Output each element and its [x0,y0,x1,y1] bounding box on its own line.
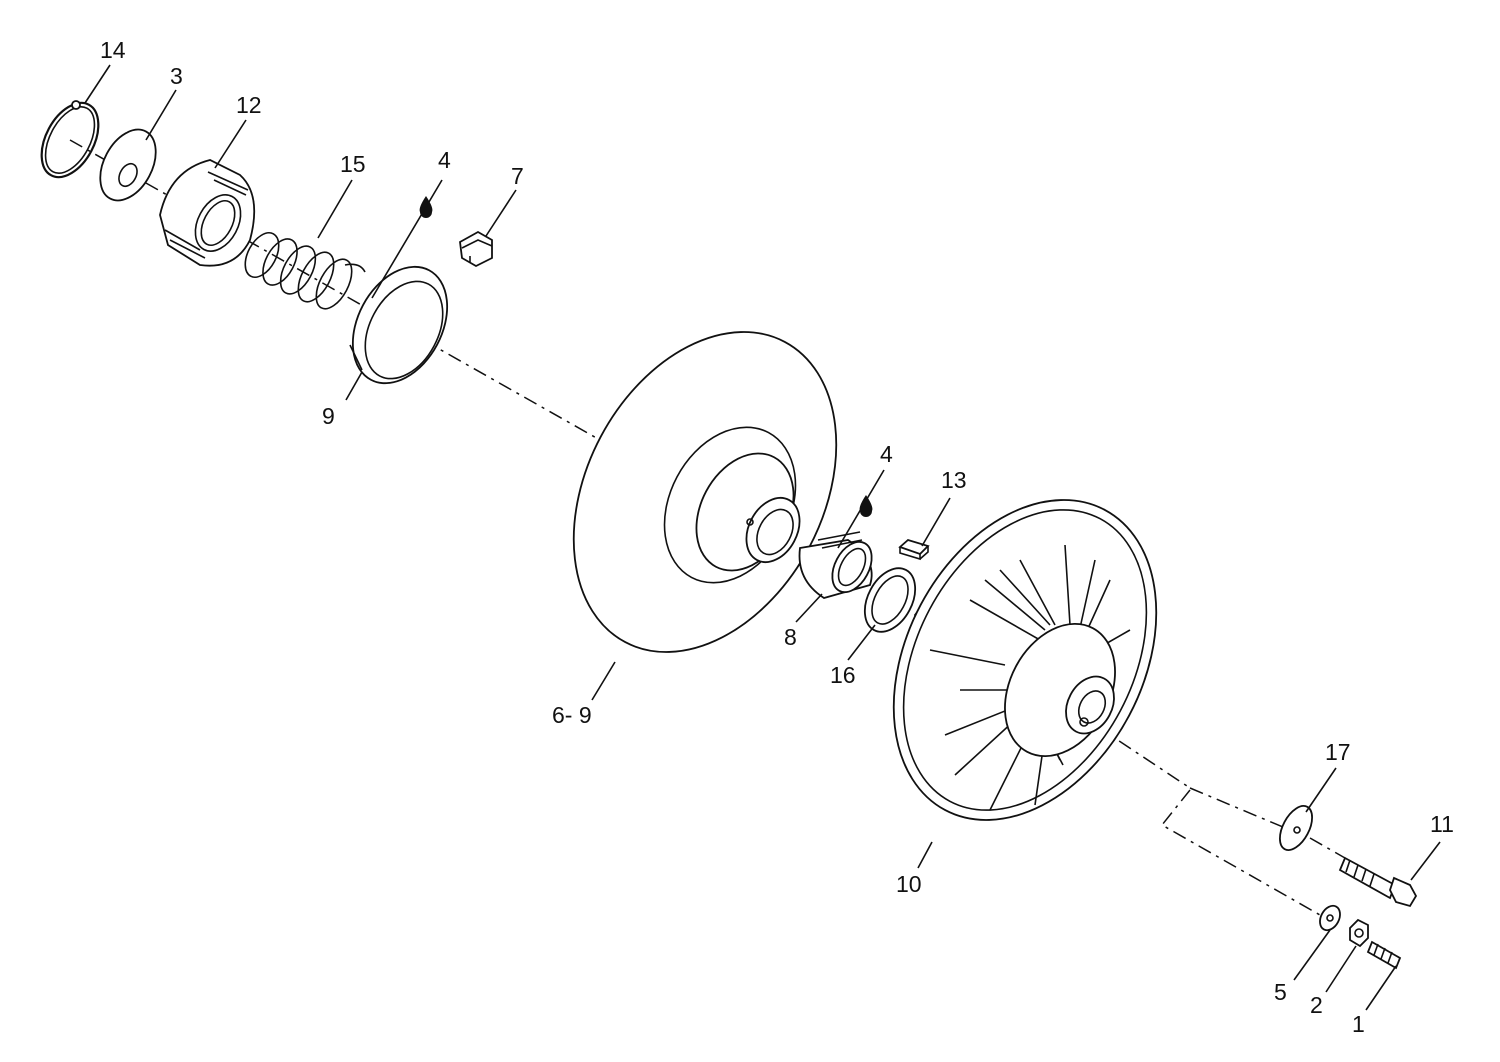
part-flat-washer [1279,805,1313,851]
part-bolt [1338,856,1418,908]
callout-4-top: 4 [438,147,451,173]
part-key [898,538,930,561]
part-washer [99,128,157,202]
part-bushing-ring [349,265,449,385]
leader-lines [84,64,1441,1011]
part-slider-shoe [459,230,493,268]
callout-12: 12 [236,92,262,118]
callout-9: 9 [322,403,335,429]
oil-drop-icon [859,495,873,517]
callout-7: 7 [511,163,524,189]
part-movable-sheave [892,499,1158,821]
assembly-axis [69,139,1346,916]
part-set-screw [1366,940,1402,970]
callout-1: 1 [1352,1011,1365,1037]
part-sleeve [798,531,873,599]
callout-13: 13 [941,467,967,493]
callout-11: 11 [1430,811,1454,837]
callout-5: 5 [1274,979,1287,1005]
callout-2: 2 [1310,992,1323,1018]
part-small-washer [1319,904,1341,932]
part-nut [1349,918,1369,948]
callout-4-mid: 4 [880,441,893,467]
callout-10: 10 [896,871,922,897]
part-thrust-washer [863,567,917,633]
callout-14: 14 [100,37,126,63]
callout-16: 16 [830,662,856,688]
callout-6-9: 6- 9 [552,702,592,728]
part-spring [244,232,366,310]
callout-3: 3 [170,63,183,89]
part-retaining-ring [40,100,100,179]
callout-15: 15 [340,151,366,177]
part-cam [159,159,256,267]
part-fixed-sheave [572,331,838,653]
callout-17: 17 [1325,739,1351,765]
callout-8: 8 [784,624,797,650]
